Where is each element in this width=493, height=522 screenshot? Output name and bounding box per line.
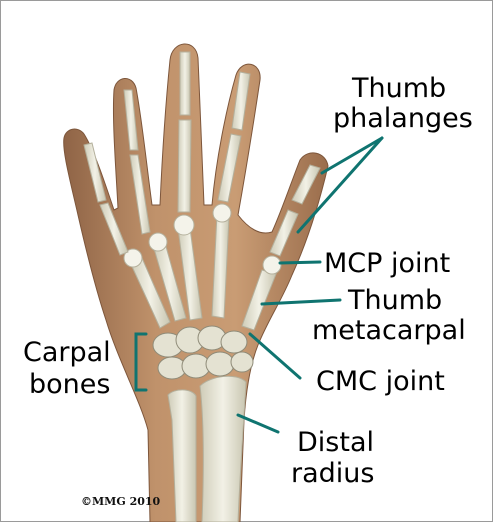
thumb-mcp-joint (263, 256, 281, 274)
mcp-joint-leader (280, 262, 320, 263)
label-cmc-joint: CMC joint (316, 366, 445, 397)
label-thumb-phalanges-line1: Thumb (351, 73, 446, 104)
label-thumb-metacarpal-line1: Thumb (347, 285, 442, 316)
label-distal-radius-line2: radius (291, 458, 374, 489)
label-mcp-joint: MCP joint (324, 248, 450, 279)
copyright-text: ©MMG 2010 (81, 495, 161, 508)
label-carpal-bones-line1: Carpal (23, 337, 111, 368)
radius-bone (200, 376, 246, 522)
label-thumb-metacarpal-line2: metacarpal (312, 315, 466, 346)
label-thumb-phalanges-line2: phalanges (333, 103, 473, 134)
label-carpal-bones-line2: bones (29, 369, 110, 400)
cmc-joint-leader (250, 334, 300, 378)
thumb-phalanges-leader-a (322, 138, 382, 173)
label-distal-radius-line1: Distal (297, 427, 374, 458)
